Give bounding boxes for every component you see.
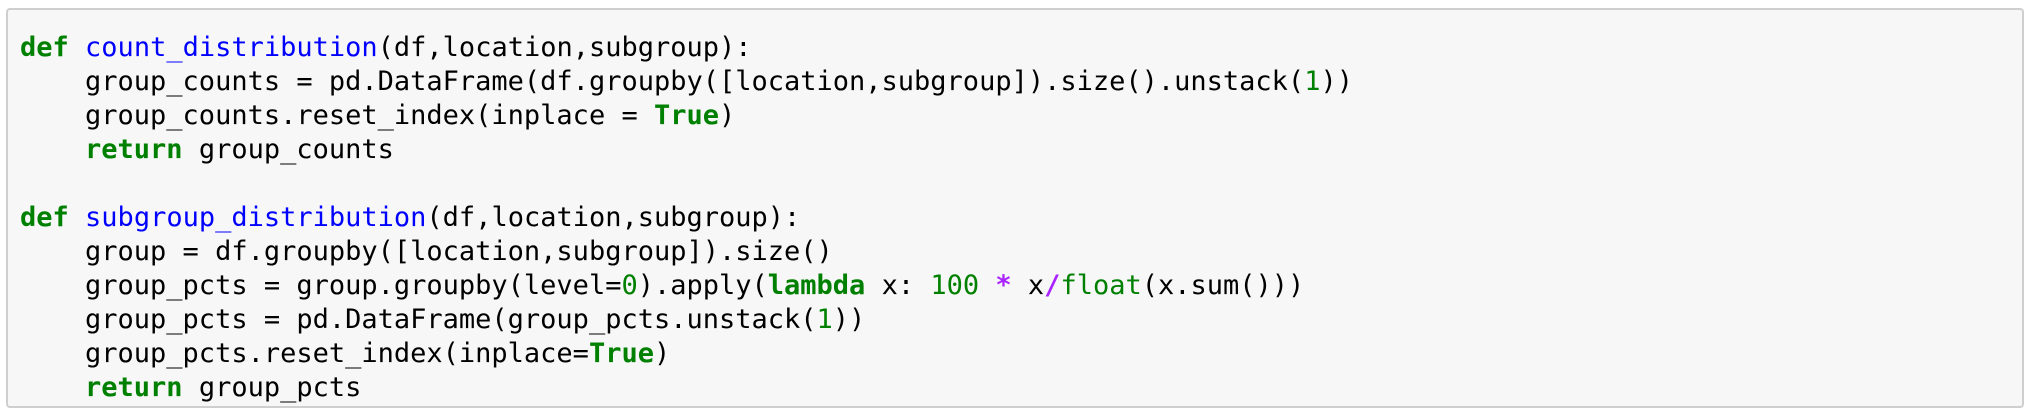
keyword-token: True <box>653 100 719 131</box>
code-line: def subgroup_distribution(df,location,su… <box>20 201 1353 235</box>
code-text: (df,location,subgroup): <box>377 32 752 63</box>
operator-token: / <box>1044 270 1061 301</box>
code-text <box>69 32 85 63</box>
code-text: )) <box>832 304 866 335</box>
code-text: x: <box>865 270 931 301</box>
code-text <box>20 372 85 403</box>
code-line: group_counts = pd.DataFrame(df.groupby([… <box>20 65 1353 99</box>
code-editor[interactable]: def count_distribution(df,location,subgr… <box>20 31 1353 405</box>
code-text: ).apply( <box>637 270 768 301</box>
code-line: group_pcts = pd.DataFrame(group_pcts.uns… <box>20 303 1353 337</box>
code-text: )) <box>1320 66 1353 97</box>
code-text: (x.sum())) <box>1141 270 1305 301</box>
code-line: return group_counts <box>20 133 1353 167</box>
keyword-token: return <box>85 372 183 403</box>
keyword-token: lambda <box>767 270 866 301</box>
code-line: def count_distribution(df,location,subgr… <box>20 31 1353 65</box>
keyword-token: True <box>588 338 654 369</box>
code-line: group_counts.reset_index(inplace = True) <box>20 99 1353 133</box>
keyword-token: return <box>85 134 183 165</box>
number-token: 1 <box>816 304 833 335</box>
code-text: group_counts = pd.DataFrame(df.groupby([… <box>20 66 1305 97</box>
keyword-token: def <box>20 32 69 63</box>
operator-token: * <box>995 270 1012 301</box>
number-token: 1 <box>1304 66 1321 97</box>
code-line: group = df.groupby([location,subgroup]).… <box>20 235 1353 269</box>
code-text: ) <box>719 100 736 131</box>
code-text: group_pcts = group.groupby(level= <box>20 270 622 301</box>
code-text: group = df.groupby([location,subgroup]).… <box>20 236 833 267</box>
code-text: group_counts <box>182 134 394 165</box>
code-text <box>20 134 85 165</box>
code-text: group_counts.reset_index(inplace = <box>20 100 654 131</box>
code-text: (df,location,subgroup): <box>426 202 801 233</box>
code-line: return group_pcts <box>20 371 1353 405</box>
code-text: x <box>1011 270 1045 301</box>
code-cell[interactable]: def count_distribution(df,location,subgr… <box>6 8 2024 408</box>
code-text <box>979 270 995 301</box>
code-text: group_pcts = pd.DataFrame(group_pcts.uns… <box>20 304 817 335</box>
code-line: group_pcts = group.groupby(level=0).appl… <box>20 269 1353 303</box>
code-line: group_pcts.reset_index(inplace=True) <box>20 337 1353 371</box>
builtin-token: float <box>1060 270 1142 301</box>
function-name-token: count_distribution <box>85 32 378 63</box>
code-text <box>69 202 85 233</box>
function-name-token: subgroup_distribution <box>85 202 427 233</box>
number-token: 0 <box>621 270 638 301</box>
code-text: ) <box>653 338 671 369</box>
code-line <box>20 167 1353 201</box>
number-token: 100 <box>930 270 980 301</box>
code-text: group_pcts.reset_index(inplace= <box>20 338 589 369</box>
keyword-token: def <box>20 202 69 233</box>
code-text: group_pcts <box>182 372 362 403</box>
